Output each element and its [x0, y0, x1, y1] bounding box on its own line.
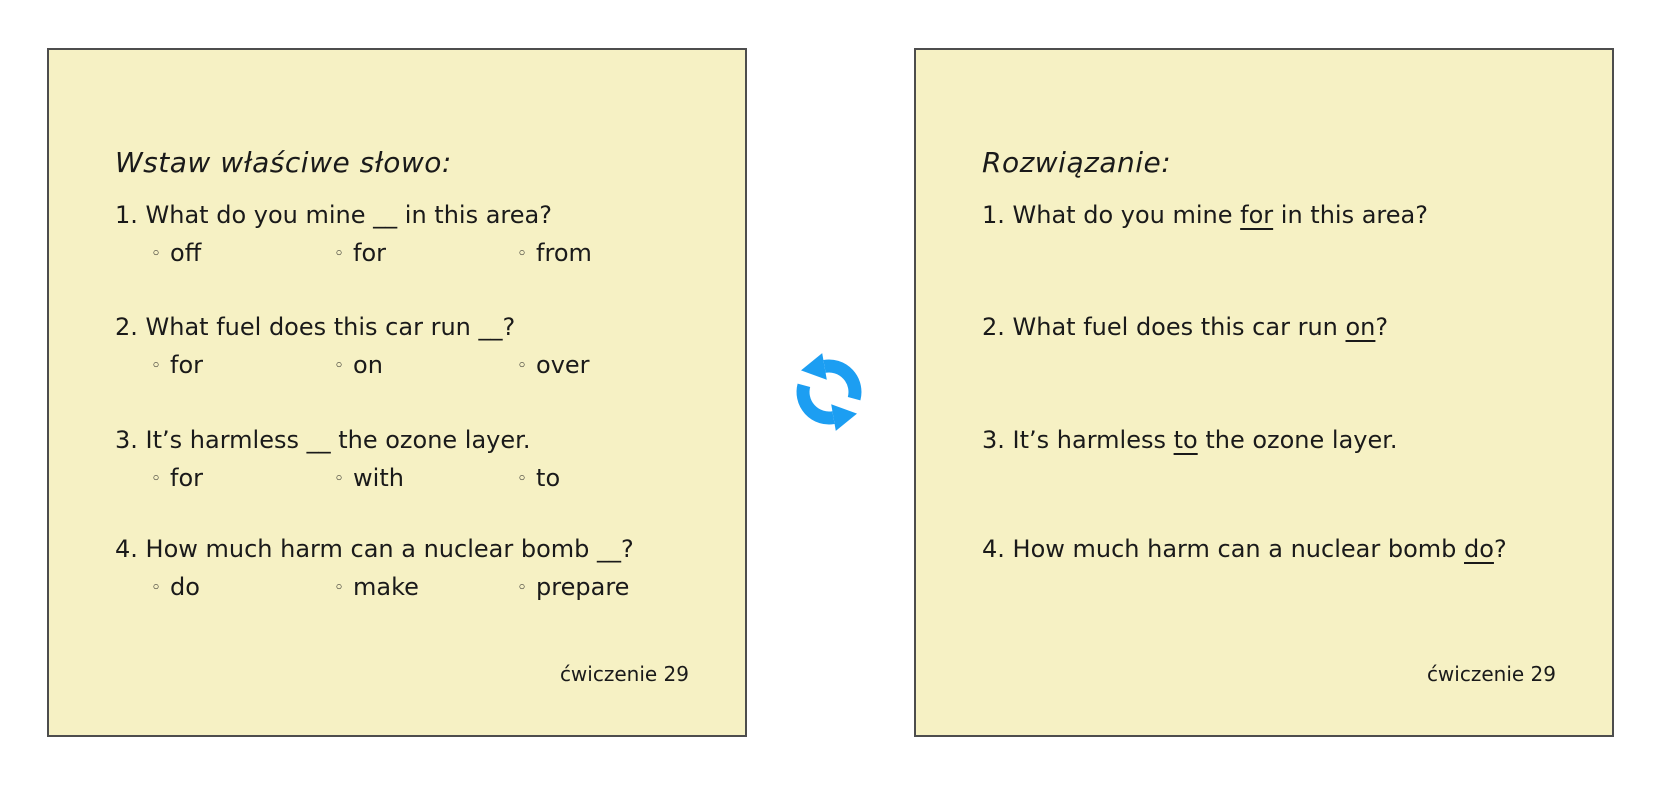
option-label: do	[170, 573, 200, 601]
option: ◦ for	[151, 351, 334, 379]
answer-post: ?	[1375, 313, 1389, 341]
question-1-text: 1. What do you mine __ in this area?	[115, 201, 552, 229]
option-label: for	[170, 351, 204, 379]
option-bullet-icon: ◦	[151, 244, 162, 264]
option-bullet-icon: ◦	[151, 469, 162, 489]
exercise-number-label: ćwiczenie 29	[1426, 662, 1556, 686]
option-label: from	[536, 239, 592, 267]
option-label: over	[536, 351, 590, 379]
option: ◦ with	[334, 464, 517, 492]
question-4-text: 4. How much harm can a nuclear bomb __?	[115, 535, 634, 563]
option-label: for	[353, 239, 387, 267]
option-label: off	[170, 239, 202, 267]
answer-word: do	[1464, 535, 1494, 563]
answer-4: 4. How much harm can a nuclear bomb do?	[982, 534, 1582, 564]
question-1: 1. What do you mine __ in this area? ◦ of…	[115, 200, 705, 267]
answer-word: for	[1240, 201, 1274, 229]
option-bullet-icon: ◦	[334, 578, 345, 598]
question-3-options: ◦ for ◦ with ◦ to	[151, 464, 705, 492]
option-bullet-icon: ◦	[334, 356, 345, 376]
answer-pre: 3. It’s harmless	[982, 426, 1174, 454]
option-label: make	[353, 573, 419, 601]
option-bullet-icon: ◦	[151, 578, 162, 598]
question-2: 2. What fuel does this car run __? ◦ for …	[115, 312, 705, 379]
option-bullet-icon: ◦	[334, 244, 345, 264]
option: ◦ prepare	[517, 573, 629, 601]
solution-card: Rozwiązanie: 1. What do you mine for in …	[914, 48, 1614, 737]
option-label: to	[536, 464, 561, 492]
answer-word: on	[1345, 313, 1376, 341]
question-1-options: ◦ off ◦ for ◦ from	[151, 239, 705, 267]
answer-word: to	[1173, 426, 1198, 454]
option-label: for	[170, 464, 204, 492]
option: ◦ on	[334, 351, 517, 379]
option: ◦ to	[517, 464, 560, 492]
option: ◦ make	[334, 573, 517, 601]
option: ◦ for	[151, 464, 334, 492]
option-bullet-icon: ◦	[517, 578, 528, 598]
option: ◦ for	[334, 239, 517, 267]
option-bullet-icon: ◦	[517, 356, 528, 376]
option-bullet-icon: ◦	[151, 356, 162, 376]
answer-post: in this area?	[1273, 201, 1428, 229]
question-2-text: 2. What fuel does this car run __?	[115, 313, 516, 341]
option-label: on	[353, 351, 383, 379]
answer-post: ?	[1493, 535, 1507, 563]
question-3: 3. It’s harmless __ the ozone layer. ◦ fo…	[115, 425, 705, 492]
answer-post: the ozone layer.	[1197, 426, 1398, 454]
option: ◦ from	[517, 239, 592, 267]
question-card-title: Wstaw właściwe słowo:	[115, 146, 452, 179]
question-2-options: ◦ for ◦ on ◦ over	[151, 351, 705, 379]
exercise-number-label: ćwiczenie 29	[559, 662, 689, 686]
answer-3: 3. It’s harmless to the ozone layer.	[982, 425, 1582, 455]
answer-1: 1. What do you mine for in this area?	[982, 200, 1582, 230]
answer-pre: 4. How much harm can a nuclear bomb	[982, 535, 1465, 563]
option: ◦ over	[517, 351, 590, 379]
answer-pre: 1. What do you mine	[982, 201, 1241, 229]
cycle-arrows-icon[interactable]	[784, 334, 874, 448]
solution-card-title: Rozwiązanie:	[982, 146, 1172, 179]
answer-2: 2. What fuel does this car run on?	[982, 312, 1582, 342]
question-3-text: 3. It’s harmless __ the ozone layer.	[115, 426, 531, 454]
question-4-options: ◦ do ◦ make ◦ prepare	[151, 573, 705, 601]
option: ◦ off	[151, 239, 334, 267]
answer-pre: 2. What fuel does this car run	[982, 313, 1346, 341]
question-4: 4. How much harm can a nuclear bomb __? …	[115, 534, 705, 601]
option-bullet-icon: ◦	[334, 469, 345, 489]
option-label: with	[353, 464, 404, 492]
option-bullet-icon: ◦	[517, 244, 528, 264]
option-bullet-icon: ◦	[517, 469, 528, 489]
question-card: Wstaw właściwe słowo: 1. What do you min…	[47, 48, 747, 737]
option: ◦ do	[151, 573, 334, 601]
option-label: prepare	[536, 573, 630, 601]
